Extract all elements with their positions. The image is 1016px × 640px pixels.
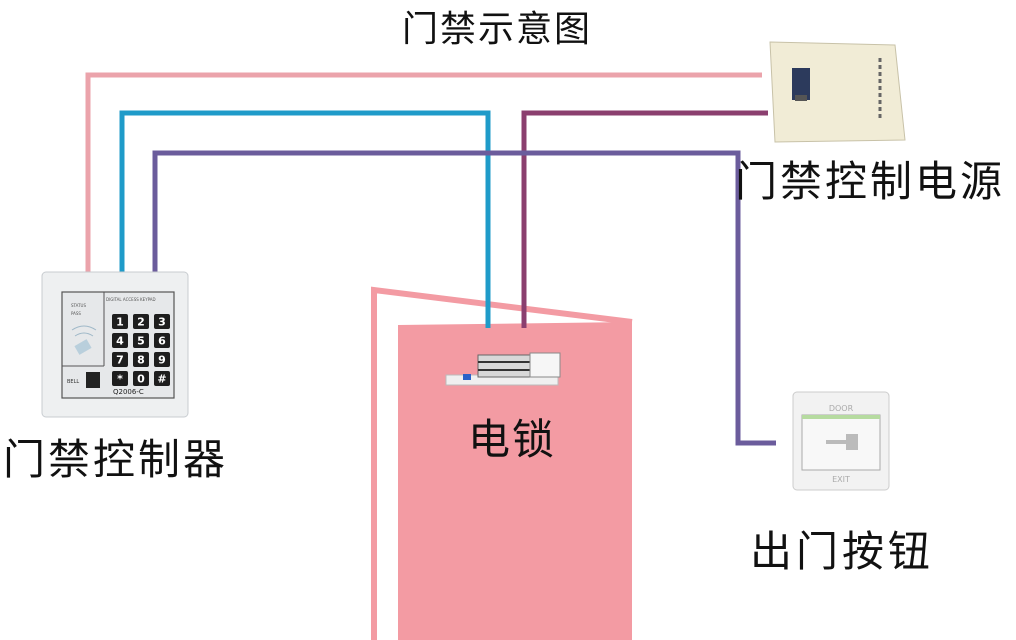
keypad-key[interactable] <box>133 333 149 348</box>
keypad-key[interactable] <box>154 333 170 348</box>
keypad-key-label: 3 <box>158 316 166 329</box>
diagram-title: 门禁示意图 <box>402 9 593 50</box>
keypad-key-label: 5 <box>137 335 145 348</box>
keypad-key[interactable] <box>112 352 128 367</box>
keypad-key[interactable] <box>112 371 128 386</box>
label-power: 门禁控制电源 <box>735 157 1006 206</box>
keypad-key[interactable] <box>154 352 170 367</box>
keypad-header: DIGITAL ACCESS KEYPAD <box>106 297 156 302</box>
keypad-model: Q2006-C <box>113 388 144 396</box>
power-supply <box>769 41 906 143</box>
door-frame <box>371 286 633 640</box>
keypad-key-label: # <box>157 373 166 386</box>
label-lock: 电锁 <box>468 415 557 464</box>
keypad-key[interactable] <box>133 371 149 386</box>
keypad-key[interactable] <box>112 314 128 329</box>
electric-lock <box>445 352 561 386</box>
wire-blue <box>119 110 491 328</box>
exit-plate-top: DOOR <box>829 404 854 413</box>
keypad-key[interactable] <box>133 352 149 367</box>
exit-button[interactable] <box>792 391 890 491</box>
keypad-key-label: 1 <box>116 316 124 329</box>
keypad-key-label: 0 <box>137 373 145 386</box>
keypad-key-label: 8 <box>137 354 145 367</box>
keypad-key-label: 9 <box>158 354 166 367</box>
keypad-key-label: 4 <box>116 335 124 348</box>
wire-purple <box>152 150 776 446</box>
keypad-key[interactable] <box>133 314 149 329</box>
key-icon <box>826 434 858 450</box>
keypad-bell: BELL <box>67 379 79 385</box>
label-controller: 门禁控制器 <box>3 435 229 484</box>
keypad-status: STATUS <box>71 303 86 308</box>
keypad-key-label: 2 <box>137 316 145 329</box>
keypad-key-label: 6 <box>158 335 166 348</box>
keypad-pass: PASS <box>71 311 81 316</box>
wire-magenta <box>521 110 768 328</box>
keypad-key[interactable] <box>154 314 170 329</box>
label-exit-button: 出门按钮 <box>750 527 935 576</box>
keypad-key[interactable] <box>112 333 128 348</box>
wire-pink <box>85 72 762 272</box>
keypad-key-label: 7 <box>116 354 124 367</box>
keypad-key[interactable] <box>154 371 170 386</box>
door <box>398 322 632 640</box>
keypad-key-label: * <box>117 373 123 386</box>
exit-plate-bottom: EXIT <box>832 475 850 484</box>
